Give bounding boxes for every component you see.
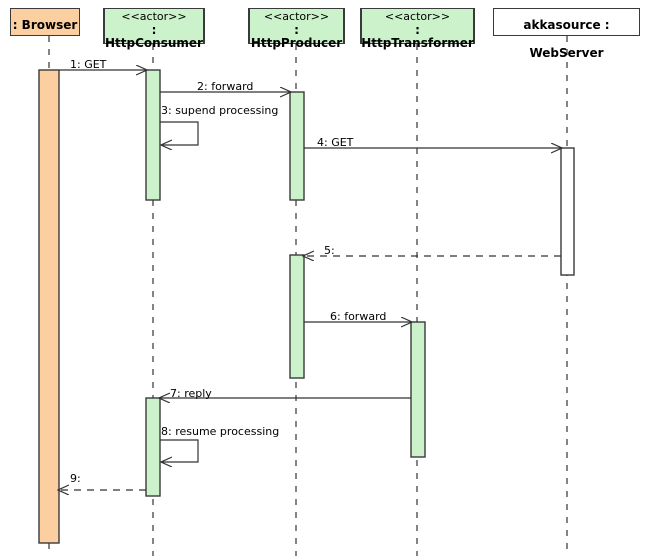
lifeline-dashed-lines bbox=[48, 36, 568, 556]
activation-bar-browser[interactable] bbox=[38, 69, 60, 544]
message-label-2: 2: forward bbox=[197, 80, 254, 93]
message-label-8: 8: resume processing bbox=[161, 425, 280, 438]
message-arrows bbox=[59, 70, 561, 490]
lifeline-head-transformer[interactable]: <<actor>>: HttpTransformer bbox=[360, 8, 475, 50]
lifeline-name-browser: : Browser bbox=[12, 18, 78, 32]
activation-bar-producer[interactable] bbox=[289, 91, 305, 201]
message-3-self[interactable] bbox=[160, 121, 199, 145]
lifeline-head-webserver[interactable]: akkasource : WebServer bbox=[493, 8, 640, 60]
message-label-3: 3: supend processing bbox=[161, 104, 279, 117]
activation-bar-consumer[interactable] bbox=[145, 397, 161, 497]
lifeline-stereotype-producer: <<actor>> bbox=[263, 10, 330, 23]
message-label-5: 5: bbox=[324, 244, 335, 257]
message-label-1: 1: GET bbox=[70, 58, 107, 71]
activation-bar-producer[interactable] bbox=[289, 254, 305, 379]
lifeline-head-browser[interactable]: : Browser bbox=[10, 8, 80, 36]
activation-bar-consumer[interactable] bbox=[145, 69, 161, 201]
activation-bar-webserver[interactable] bbox=[560, 147, 575, 276]
message-label-9: 9: bbox=[70, 472, 81, 485]
lifeline-head-consumer[interactable]: <<actor>>: HttpConsumer bbox=[103, 8, 205, 50]
activation-bars bbox=[38, 69, 575, 544]
lifeline-name-consumer: : HttpConsumer bbox=[105, 22, 203, 51]
lifeline-name-producer: : HttpProducer bbox=[250, 22, 343, 51]
message-8-self[interactable] bbox=[160, 439, 199, 462]
message-label-7: 7: reply bbox=[170, 387, 212, 400]
message-label-6: 6: forward bbox=[330, 310, 387, 323]
lifeline-name-transformer: : HttpTransformer bbox=[361, 22, 474, 51]
lifeline-head-producer[interactable]: <<actor>>: HttpProducer bbox=[248, 8, 345, 50]
lifeline-stereotype-transformer: <<actor>> bbox=[384, 10, 451, 23]
message-label-4: 4: GET bbox=[317, 136, 354, 149]
lifeline-name-webserver: akkasource : WebServer bbox=[523, 18, 610, 60]
activation-bar-transformer[interactable] bbox=[410, 321, 426, 458]
lifeline-stereotype-consumer: <<actor>> bbox=[121, 10, 187, 23]
